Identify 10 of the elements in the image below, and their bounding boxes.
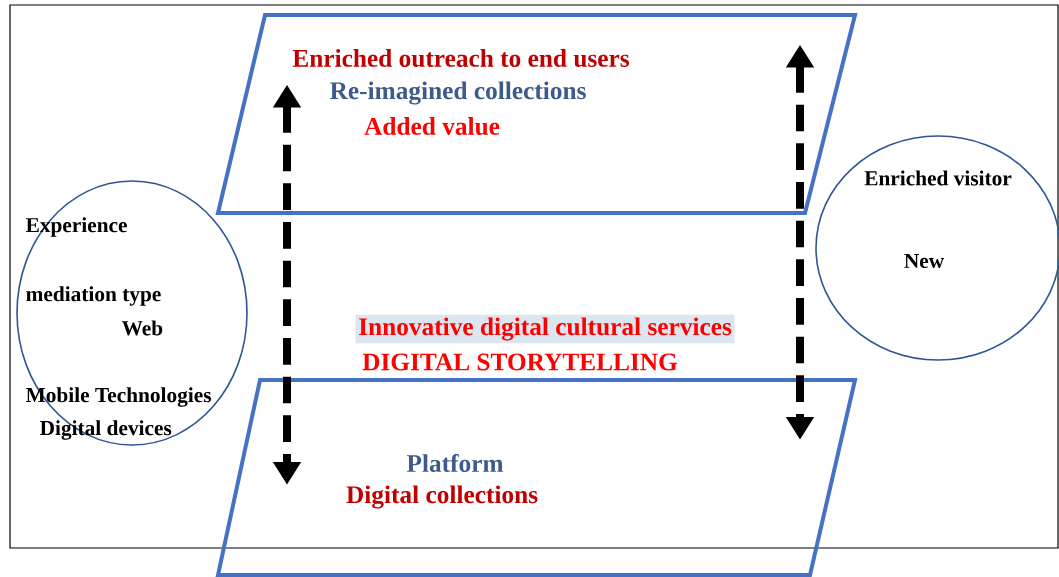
ellipse-text: Enriched visitor: [864, 170, 1012, 186]
box-text: Added value: [364, 117, 500, 135]
box-text: Enriched outreach to end users: [292, 49, 629, 67]
box-text: Platform: [406, 453, 504, 473]
ellipse-text: New: [904, 253, 945, 269]
ellipse-text: mediation type: [26, 286, 161, 306]
ellipse-text: Web: [121, 320, 163, 336]
box-text: Re-imagined collections: [330, 81, 586, 105]
box-text: Digital collections: [346, 485, 538, 509]
label-text: Innovative digital cultural services: [355, 314, 735, 344]
